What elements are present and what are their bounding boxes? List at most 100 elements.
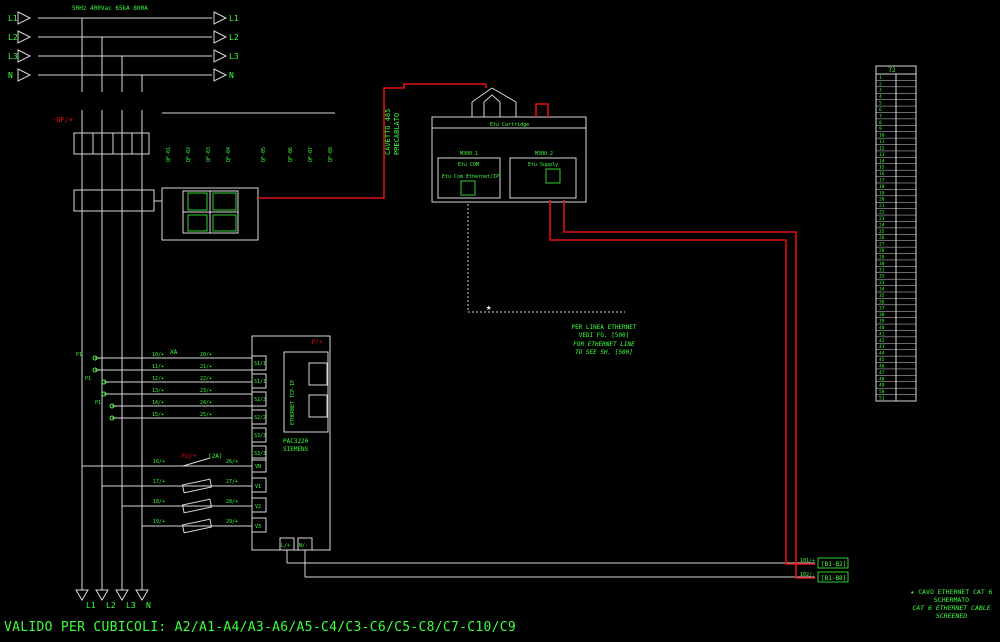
legend-line1: CAVO ETHERNET CAT 6 — [918, 588, 993, 596]
ct-p1-label-3: P1 — [95, 400, 101, 406]
ct-left-wire-5: 14/+ — [152, 400, 164, 406]
terminal-row-number: 21 — [879, 203, 885, 209]
terminal-row-number: 36 — [879, 299, 885, 305]
etu-com-slot: M300.1 — [460, 151, 478, 157]
terminal-row-number: 24 — [879, 222, 885, 228]
etu-com-label: Etu COM — [458, 162, 479, 168]
terminal-row-number: 15 — [879, 165, 885, 171]
terminal-row-number: 34 — [879, 287, 885, 293]
terminal-row-number: 40 — [879, 325, 885, 331]
ct-left-wire-2: 11/+ — [152, 364, 164, 370]
etu-title: Etu Cartridge — [490, 122, 529, 128]
terminal-row-number: 38 — [879, 312, 885, 318]
fuse-right-wire-3: 28/+ — [226, 499, 238, 505]
bus-label-n-right: N — [229, 71, 234, 80]
fuse-tag: -FU/+ — [178, 453, 196, 460]
terminal-row-number: 11 — [879, 139, 885, 145]
voltage-terminal-v1: V1 — [255, 484, 261, 490]
cable-note-line1: CAVETTO 485 — [384, 109, 392, 155]
ct-right-wire-3: 22/+ — [200, 376, 212, 382]
aux-terminal-l: L/+ — [281, 543, 290, 549]
ct-bank-tag: XA — [170, 349, 178, 356]
cable-note-line2: PRECABLATO — [393, 113, 401, 155]
bus-label-l2-left: L2 — [8, 33, 18, 42]
cable-legend: ★ CAVO ETHERNET CAT 6 SCHERMATO CAT 6 ET… — [903, 588, 1000, 620]
fuse-left-wire-1: 16/+ — [153, 459, 165, 465]
legend-line2: SCHERMATO — [933, 596, 970, 604]
terminal-row-number: 22 — [879, 210, 885, 216]
bus-label-l2-bottom: L2 — [106, 601, 116, 610]
ct-left-wire-3: 12/+ — [152, 376, 164, 382]
terminal-row-number: 30 — [879, 261, 885, 267]
terminal-row-number: 20 — [879, 197, 885, 203]
bus-label-l1-left: L1 — [8, 14, 18, 23]
meter-tag: -P/+ — [308, 339, 323, 346]
current-terminal-3: S2/2 — [254, 397, 266, 403]
terminal-row-number: 8 — [879, 120, 882, 126]
terminal-row-number: 46 — [879, 363, 885, 369]
fuse-right-wire-4: 29/+ — [226, 519, 238, 525]
terminal-row-number: 12 — [879, 145, 885, 151]
terminal-row-number: 23 — [879, 216, 885, 222]
ct-p1-label-1: P1 — [76, 352, 82, 358]
terminal-row-number: 28 — [879, 248, 885, 254]
aux-terminal-n: N/- — [299, 543, 308, 549]
ethernet-star-icon: ★ — [486, 303, 492, 313]
terminal-row-number: 33 — [879, 280, 885, 286]
fuse-right-wire-1: 26/+ — [226, 459, 238, 465]
fuse-left-wire-3: 18/+ — [153, 499, 165, 505]
current-terminal-6: S3/3 — [254, 451, 266, 457]
terminal-row-number: 3 — [879, 88, 882, 94]
terminal-row-number: 37 — [879, 306, 885, 312]
validity-footer: VALIDO PER CUBICOLI: A2/A1-A4/A3-A6/A5-C… — [4, 620, 516, 635]
bus-label-l3-bottom: L3 — [126, 601, 136, 610]
bus-label-l3-left: L3 — [8, 52, 18, 61]
voltage-terminal-v2: V2 — [255, 504, 261, 510]
terminal-row-number: 16 — [879, 171, 885, 177]
meter-brand: SIEMENS — [283, 446, 309, 453]
ct-left-wire-1: 10/+ — [152, 352, 164, 358]
eth-note-en-2: TO SEE SH. [500] — [575, 349, 633, 356]
legend-line4: SCREENED — [935, 612, 968, 620]
current-terminal-1: S1/1 — [254, 361, 266, 367]
terminal-block-title: T2 — [888, 67, 896, 74]
bus-label-l1-right: L1 — [229, 14, 239, 23]
eth-note-it-1: PER LINEA ETHERNET — [571, 324, 636, 331]
current-terminal-2: S1/1 — [254, 379, 266, 385]
terminal-row-number: 10 — [879, 133, 885, 139]
branch-tag-3: QF-03 — [206, 147, 212, 162]
ct-right-wire-4: 23/+ — [200, 388, 212, 394]
bus-label-l3-right: L3 — [229, 52, 239, 61]
terminal-row-number: 27 — [879, 242, 885, 248]
current-terminal-5: S3/3 — [254, 433, 266, 439]
ct-p1-label-2: P1 — [85, 376, 91, 382]
terminal-row-number: 49 — [879, 383, 885, 389]
ct-right-wire-1: 20/+ — [200, 352, 212, 358]
fuse-rating: (2A) — [208, 453, 222, 460]
voltage-terminal-vn: VN — [255, 464, 261, 470]
terminal-row-number: 2 — [879, 81, 882, 87]
terminal-row-number: 35 — [879, 293, 885, 299]
ct-right-wire-2: 21/+ — [200, 364, 212, 370]
branch-tag-4: QF-04 — [226, 147, 232, 162]
fuse-left-wire-2: 17/+ — [153, 479, 165, 485]
etu-supply-slot: M300.2 — [535, 151, 553, 157]
terminal-row-number: 26 — [879, 235, 885, 241]
terminal-row-number: 31 — [879, 267, 885, 273]
eth-note-en-1: FOR ETHERNET LINE — [573, 341, 635, 348]
terminal-row-number: 6 — [879, 107, 882, 113]
terminal-row-number: 13 — [879, 152, 885, 158]
output-ref-1: [B1-B2] — [821, 561, 846, 568]
terminal-row-number: 29 — [879, 254, 885, 260]
fuse-left-wire-4: 19/+ — [153, 519, 165, 525]
terminal-row-number: 1 — [879, 75, 882, 81]
fuse-right-wire-2: 27/+ — [226, 479, 238, 485]
bus-label-n-bottom: N — [146, 601, 151, 610]
terminal-row-number: 39 — [879, 319, 885, 325]
terminal-row-number: 32 — [879, 274, 885, 280]
terminal-row-number: 47 — [879, 370, 885, 376]
output-wire-1: 101/+ — [800, 558, 815, 564]
terminal-row-number: 19 — [879, 190, 885, 196]
output-wire-2: 102/- — [800, 572, 815, 578]
